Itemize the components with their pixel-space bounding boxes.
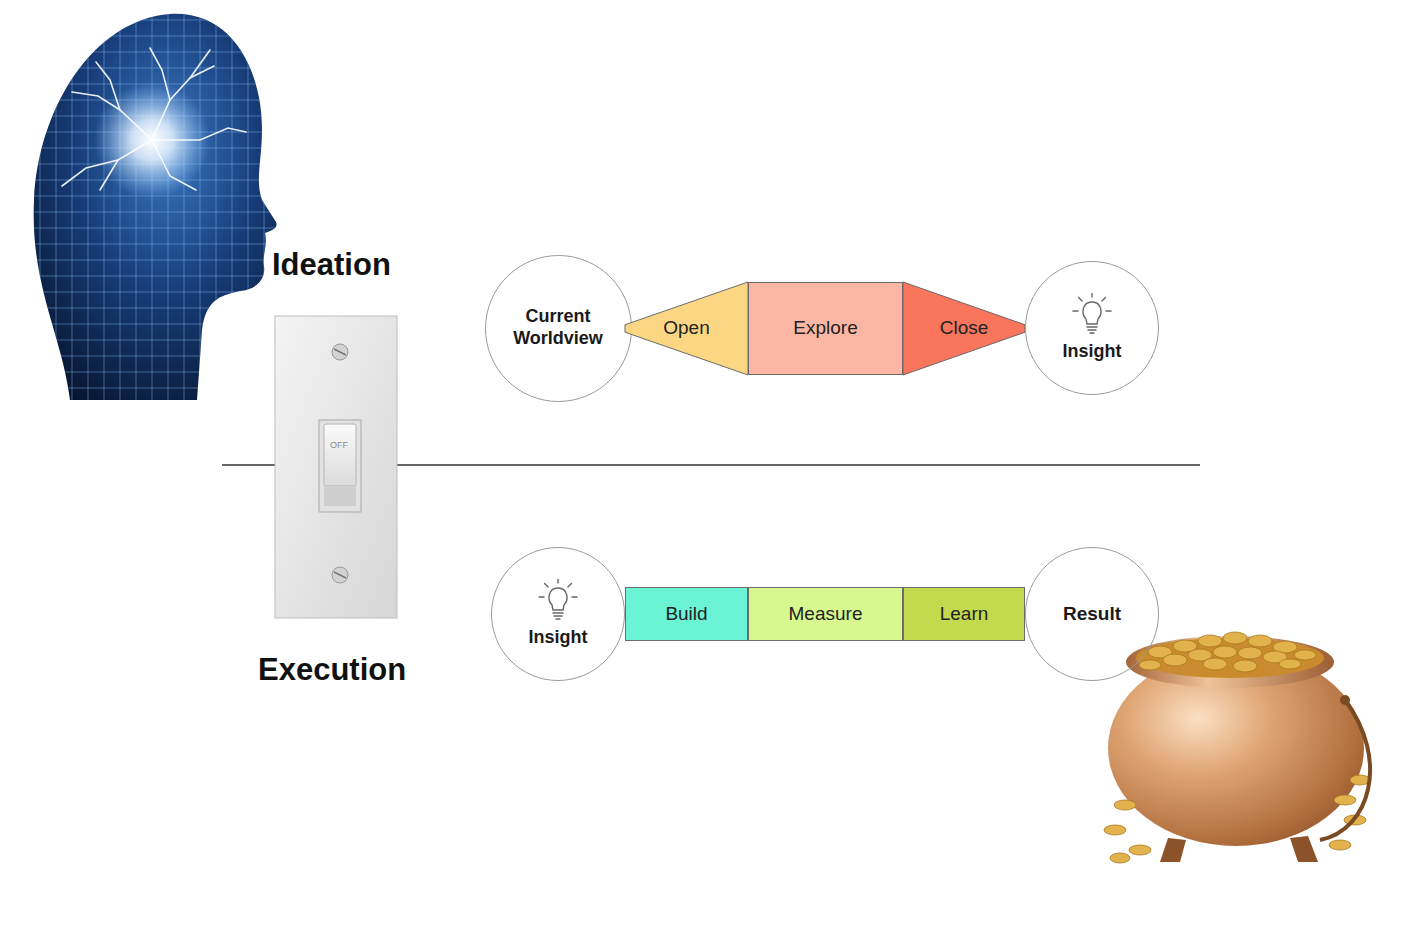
node-text: Open	[663, 317, 709, 340]
node-text: Learn	[940, 603, 989, 626]
node-text: Explore	[793, 317, 857, 340]
phase-label: Execution	[258, 652, 406, 688]
node-text: Measure	[789, 603, 863, 626]
explore-box: Explore	[748, 282, 903, 375]
lightbulb-icon	[1070, 293, 1114, 337]
measure-box: Measure	[748, 587, 903, 641]
node-text: Build	[665, 603, 707, 626]
worldview-circle: Current Worldview	[485, 255, 632, 402]
funnel-outline	[903, 282, 1025, 375]
open-funnel: Open	[625, 282, 748, 375]
node-text: Insight	[1063, 341, 1122, 363]
node-text: Insight	[529, 627, 588, 649]
phase-label: Ideation	[272, 247, 391, 283]
insight-circle: Insight	[491, 547, 625, 681]
lightbulb-icon	[536, 579, 580, 623]
close-funnel: Close	[903, 282, 1025, 375]
head-illustration	[25, 0, 280, 400]
node-text: Result	[1063, 603, 1121, 626]
build-box: Build	[625, 587, 748, 641]
node-text: Close	[940, 317, 989, 340]
node-text: Current Worldview	[505, 306, 612, 349]
light-switch	[275, 316, 397, 618]
result-circle: Result	[1025, 547, 1159, 681]
learn-box: Learn	[903, 587, 1025, 641]
funnel-outline	[625, 282, 748, 375]
pot-of-gold	[1104, 632, 1370, 863]
switch-text: OFF	[330, 440, 348, 450]
insight-circle: Insight	[1025, 261, 1159, 395]
